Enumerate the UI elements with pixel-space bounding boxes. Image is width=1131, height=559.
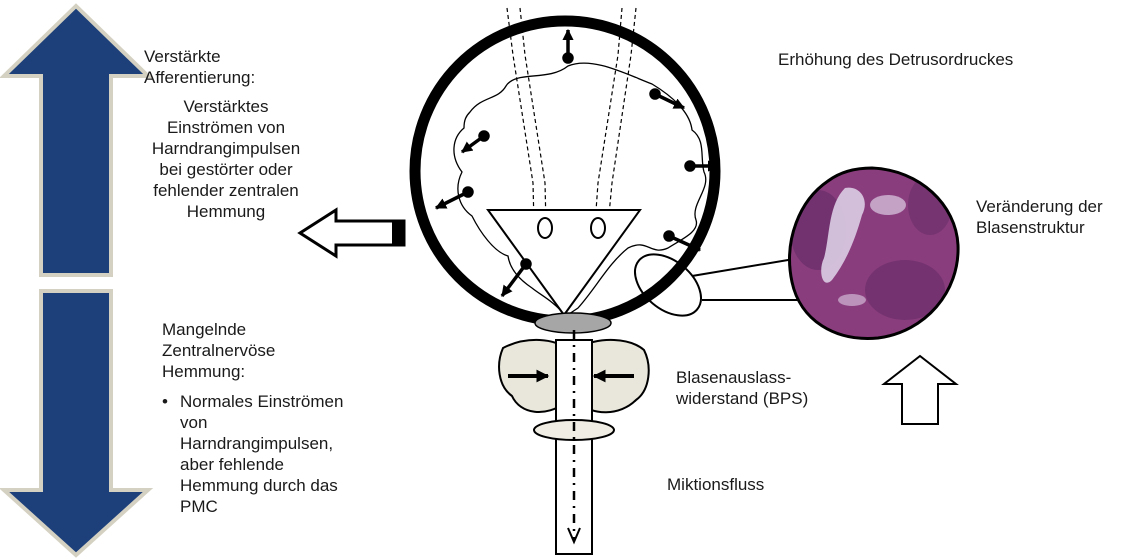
ureter-orifice-left (538, 218, 552, 238)
afferent-title-line: Verstärkte (144, 46, 255, 67)
afferent-body-line: Harndrangimpulsen (110, 138, 342, 159)
afferent-description: Verstärktes Einströmen von Harndrangimpu… (110, 96, 342, 222)
inhibition-title: Mangelnde Zentralnervöse Hemmung: (162, 319, 275, 382)
inhibition-item-line: Harndrangimpulsen, (180, 433, 343, 454)
reduced-inhibition-arrow-down (4, 291, 148, 555)
outlet-resistance-line: Blasenauslass- (676, 367, 808, 388)
voiding-flow-label: Miktionsfluss (667, 474, 764, 495)
afferent-title: Verstärkte Afferentierung: (144, 46, 255, 88)
inhibition-item-line: Normales Einströmen (180, 391, 343, 412)
bladder-structure-line: Blasenstruktur (976, 217, 1103, 238)
bullet: • (162, 391, 168, 412)
inhibition-item-line: Hemmung durch das (180, 475, 343, 496)
inhibition-item-line: von (180, 412, 343, 433)
bladder (415, 8, 718, 321)
inhibition-title-line: Zentralnervöse (162, 340, 275, 361)
structure-change-arrow (884, 356, 956, 424)
ureter-orifice-right (591, 218, 605, 238)
afferent-title-line: Afferentierung: (144, 67, 255, 88)
afferent-body-line: bei gestörter oder (110, 159, 342, 180)
inhibition-item-line: PMC (180, 496, 343, 517)
inhibition-title-line: Mangelnde (162, 319, 275, 340)
outlet-resistance-label: Blasenauslass- widerstand (BPS) (676, 367, 808, 409)
outlet-resistance-line: widerstand (BPS) (676, 388, 808, 409)
inhibition-title-line: Hemmung: (162, 361, 275, 382)
afferent-body-line: Hemmung (110, 201, 342, 222)
inhibition-item-line: aber fehlende (180, 454, 343, 475)
detrusor-pressure-label: Erhöhung des Detrusordruckes (778, 49, 1013, 70)
bladder-structure-line: Veränderung der (976, 196, 1103, 217)
bladder-tissue-histology (780, 160, 970, 350)
bladder-structure-label: Veränderung der Blasenstruktur (976, 196, 1103, 238)
afferent-body-line: fehlender zentralen (110, 180, 342, 201)
afferent-body-line: Verstärktes (110, 96, 342, 117)
afferent-body-line: Einströmen von (110, 117, 342, 138)
